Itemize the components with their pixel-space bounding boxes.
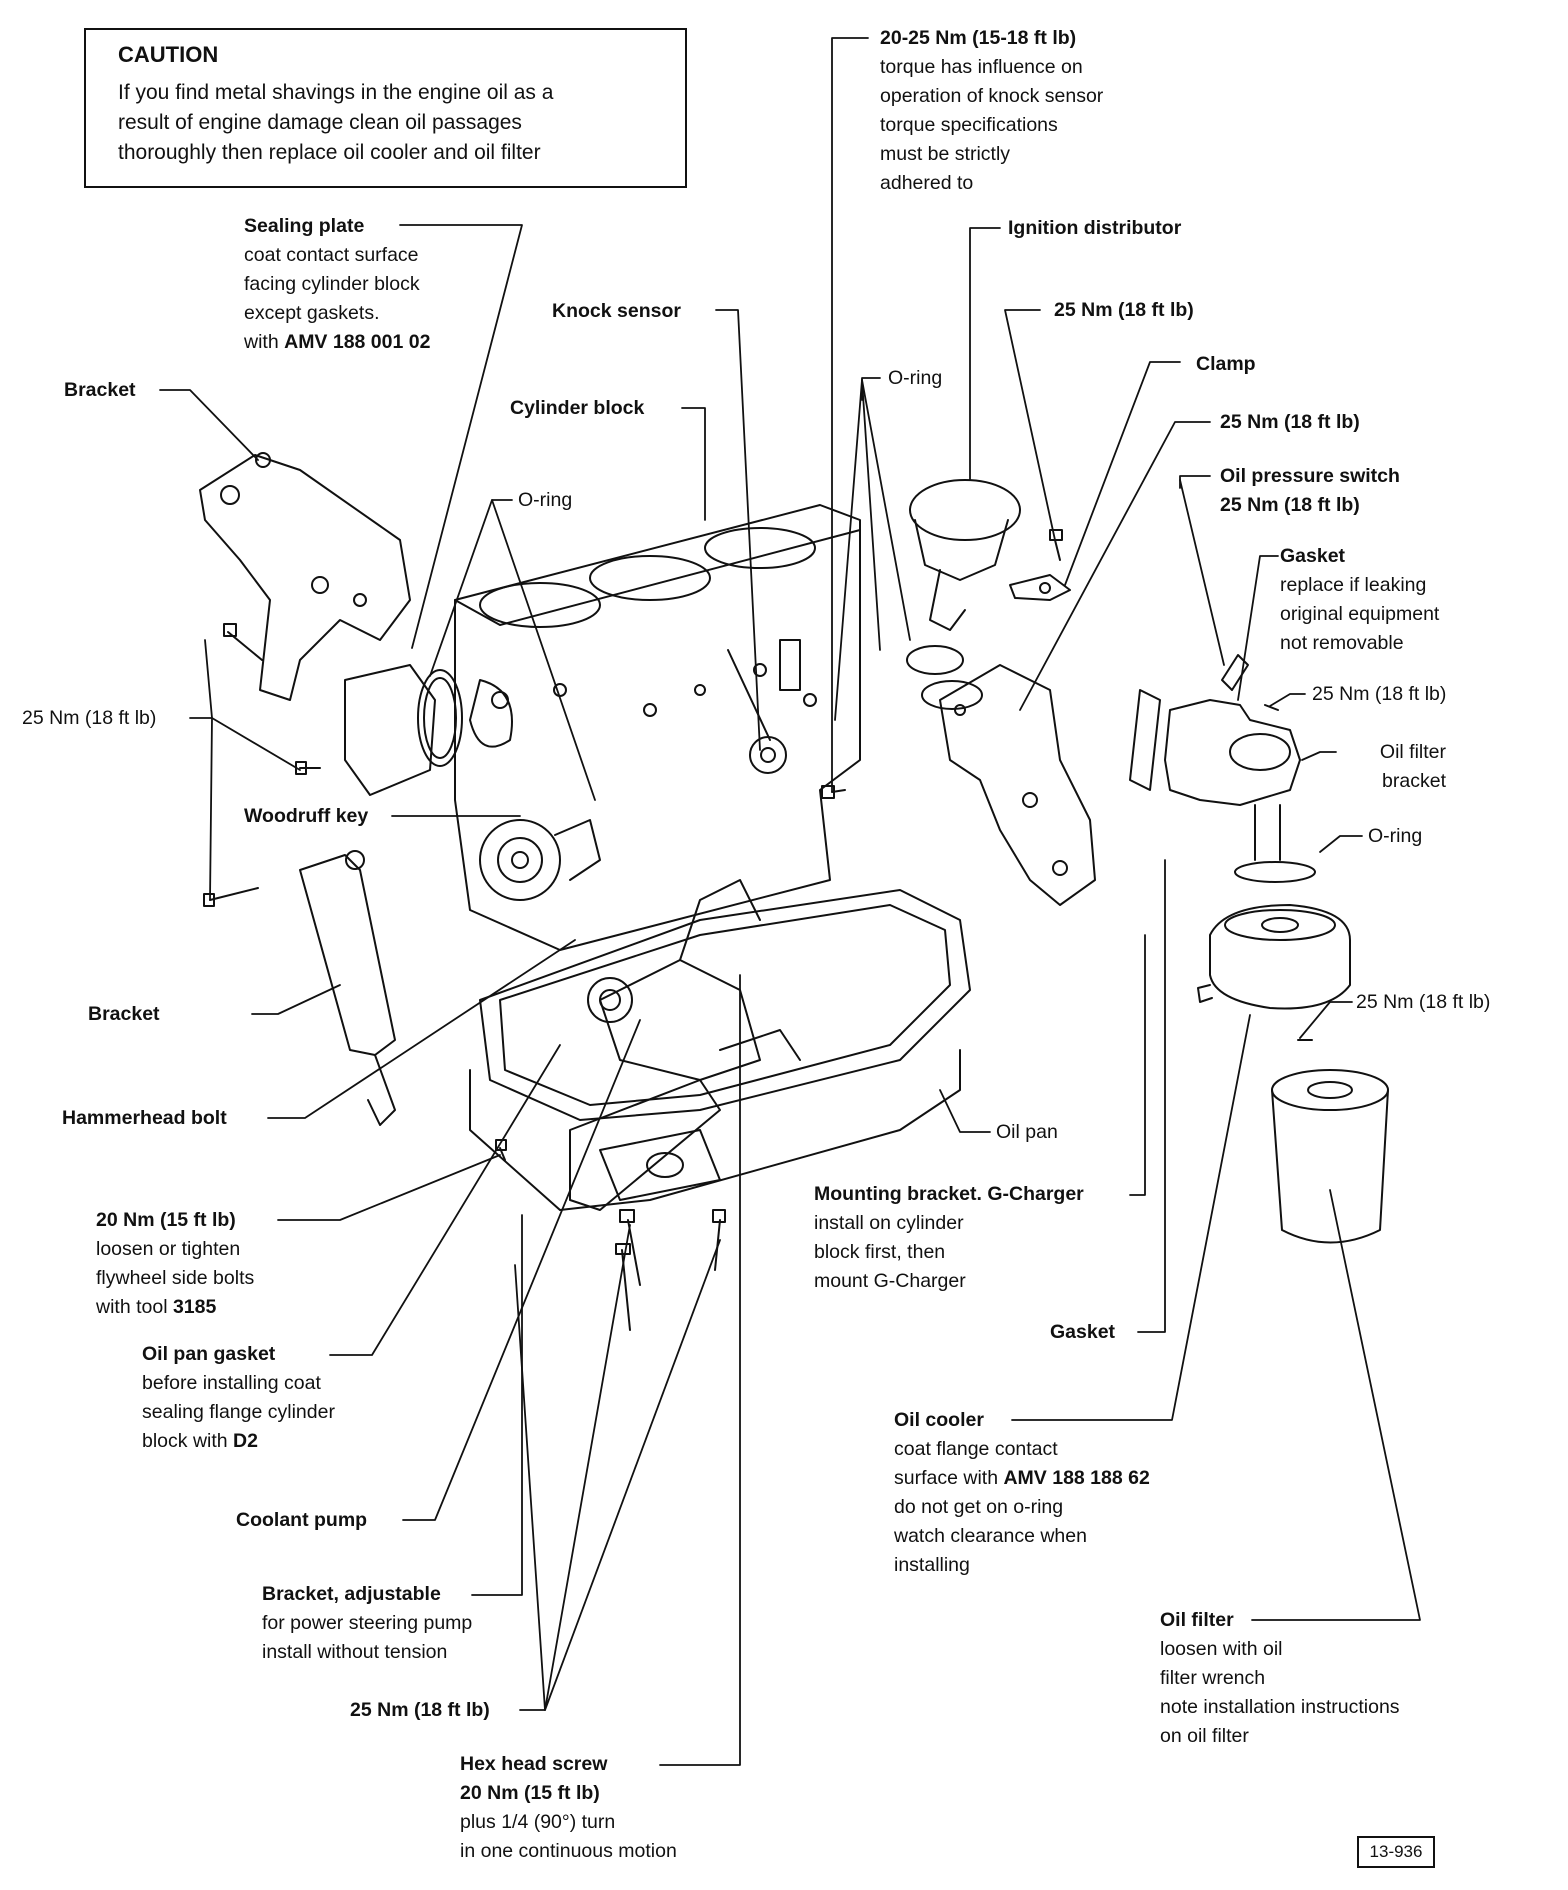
leader-lines xyxy=(159,37,1421,1766)
label-sealing-plate: Sealing plate coat contact surface facin… xyxy=(244,215,431,353)
label-o-ring-filter: O-ring xyxy=(1368,825,1423,847)
label-bracket-adjustable: Bracket, adjustable for power steering p… xyxy=(262,1583,473,1663)
bolts-bottom xyxy=(495,1139,726,1331)
knock-sensor xyxy=(727,649,846,799)
label-oil-pan: Oil pan xyxy=(996,1121,1058,1143)
caution-line-2: result of engine damage clean oil passag… xyxy=(118,111,522,134)
label-gasket-bottom: Gasket xyxy=(1050,1321,1116,1343)
label-oil-filter: Oil filter loosen with oil filter wrench… xyxy=(1160,1609,1400,1747)
label-bracket-mid: Bracket xyxy=(88,1003,160,1025)
label-mounting-bracket: Mounting bracket. G-Charger install on c… xyxy=(814,1183,1084,1292)
clamp xyxy=(1009,574,1071,601)
mounting-bracket xyxy=(939,664,1096,906)
label-knock-torque: 20-25 Nm (15-18 ft lb) torque has influe… xyxy=(880,27,1104,194)
caution-box: CAUTION If you find metal shavings in th… xyxy=(84,28,687,188)
label-bracket-top: Bracket xyxy=(64,379,136,401)
label-oil-filter-bracket: Oil filter bracket xyxy=(1379,741,1446,792)
label-oil-pan-gasket: Oil pan gasket before installing coat se… xyxy=(142,1343,335,1452)
label-o-ring-top: O-ring xyxy=(888,367,943,389)
label-torque-20: 20 Nm (15 ft lb) loosen or tighten flywh… xyxy=(96,1209,255,1318)
label-oil-cooler: Oil cooler coat flange contact surface w… xyxy=(894,1409,1150,1576)
label-torque-25-bracket: 25 Nm (18 ft lb) xyxy=(1312,683,1447,705)
label-gasket-top: Gasket replace if leaking original equip… xyxy=(1280,545,1440,654)
caution-line-3: thoroughly then replace oil cooler and o… xyxy=(118,141,541,164)
bracket-mid xyxy=(299,850,396,1126)
cylinder-block xyxy=(454,504,861,951)
label-torque-25-left: 25 Nm (18 ft lb) xyxy=(22,707,157,729)
label-clamp: Clamp xyxy=(1196,353,1256,375)
oil-filter xyxy=(1271,1069,1389,1244)
label-woodruff-key: Woodruff key xyxy=(244,805,369,827)
top-bracket xyxy=(199,452,411,701)
sealing-plate xyxy=(344,664,463,796)
label-o-ring-mid: O-ring xyxy=(518,489,573,511)
ignition-distributor xyxy=(906,479,1063,710)
label-torque-25-top: 25 Nm (18 ft lb) xyxy=(1054,299,1194,321)
oil-pan xyxy=(469,889,971,1211)
label-torque-25-cooler: 25 Nm (18 ft lb) xyxy=(1356,991,1491,1013)
caution-title: CAUTION xyxy=(118,42,219,67)
crank-gear xyxy=(479,819,601,901)
label-coolant-pump: Coolant pump xyxy=(236,1509,368,1531)
bolts-left xyxy=(203,623,321,907)
figure-number: 13-936 xyxy=(1357,1836,1435,1868)
label-hammerhead-bolt: Hammerhead bolt xyxy=(62,1107,227,1129)
caution-line-1: If you find metal shavings in the engine… xyxy=(118,81,554,104)
label-ignition-distributor: Ignition distributor xyxy=(1008,217,1182,239)
label-torque-25-clamp: 25 Nm (18 ft lb) xyxy=(1220,411,1360,433)
oil-cooler xyxy=(1197,904,1351,1041)
label-torque-25-bottom: 25 Nm (18 ft lb) xyxy=(350,1699,490,1721)
coolant-pump xyxy=(587,879,801,1081)
bracket-adjustable xyxy=(569,1079,721,1211)
label-hex-head-screw: Hex head screw 20 Nm (15 ft lb) plus 1/4… xyxy=(460,1753,677,1862)
label-knock-sensor: Knock sensor xyxy=(552,300,681,322)
oil-filter-bracket xyxy=(1129,654,1316,883)
label-cylinder-block: Cylinder block xyxy=(510,397,645,419)
label-oil-pressure-switch: Oil pressure switch 25 Nm (18 ft lb) xyxy=(1220,465,1400,516)
